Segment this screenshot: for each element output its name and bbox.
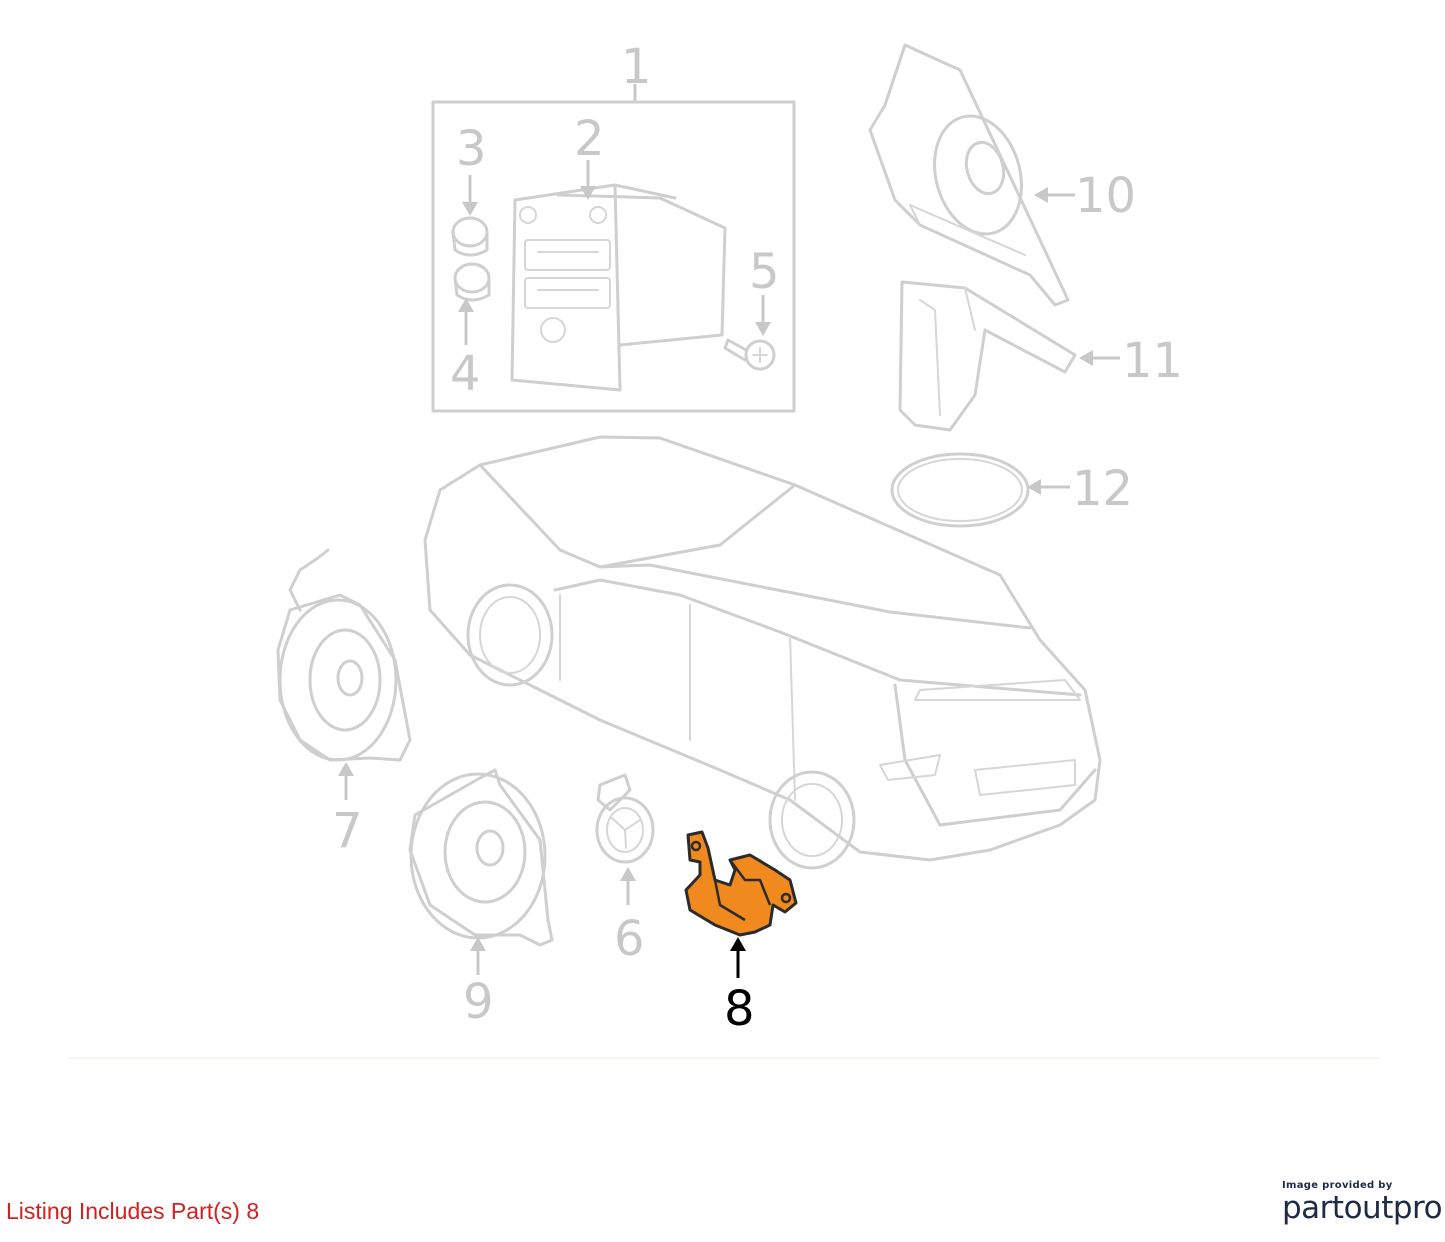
subwoofer-box-11 — [898, 280, 1077, 432]
speaker-bracket-8-highlighted — [684, 830, 798, 937]
divider — [68, 1057, 1380, 1059]
callout-2: 2 — [574, 111, 605, 167]
callout-7: 7 — [332, 803, 363, 859]
screw-5 — [723, 338, 776, 371]
door-speaker-7 — [276, 548, 412, 762]
credit-text: Image provided by — [1282, 1180, 1393, 1191]
callout-8: 8 — [724, 981, 755, 1037]
callout-9: 9 — [463, 974, 494, 1030]
callout-6: 6 — [614, 911, 645, 967]
listing-caption: Listing Includes Part(s) 8 — [6, 1198, 260, 1224]
callout-4: 4 — [450, 346, 481, 402]
door-speaker-9 — [408, 768, 554, 947]
callout-11: 11 — [1122, 333, 1183, 389]
callout-3: 3 — [456, 121, 487, 177]
knob-3 — [451, 216, 489, 257]
callout-5: 5 — [749, 244, 780, 300]
radio-head-unit — [510, 183, 727, 392]
rear-speaker-enclosure-10 — [868, 43, 1070, 307]
knob-4 — [453, 262, 491, 302]
callout-10: 10 — [1075, 168, 1136, 224]
radio-assembly-group — [431, 84, 796, 413]
vehicle-outline — [423, 435, 1102, 870]
gasket-ring-12 — [890, 452, 1030, 528]
image-credit: Image provided by partoutpro — [1282, 1180, 1443, 1226]
callout-1: 1 — [621, 39, 652, 95]
partoutpro-logo: partoutpro — [1282, 1190, 1443, 1226]
tweeter-6 — [595, 773, 655, 864]
callout-12: 12 — [1072, 461, 1133, 517]
